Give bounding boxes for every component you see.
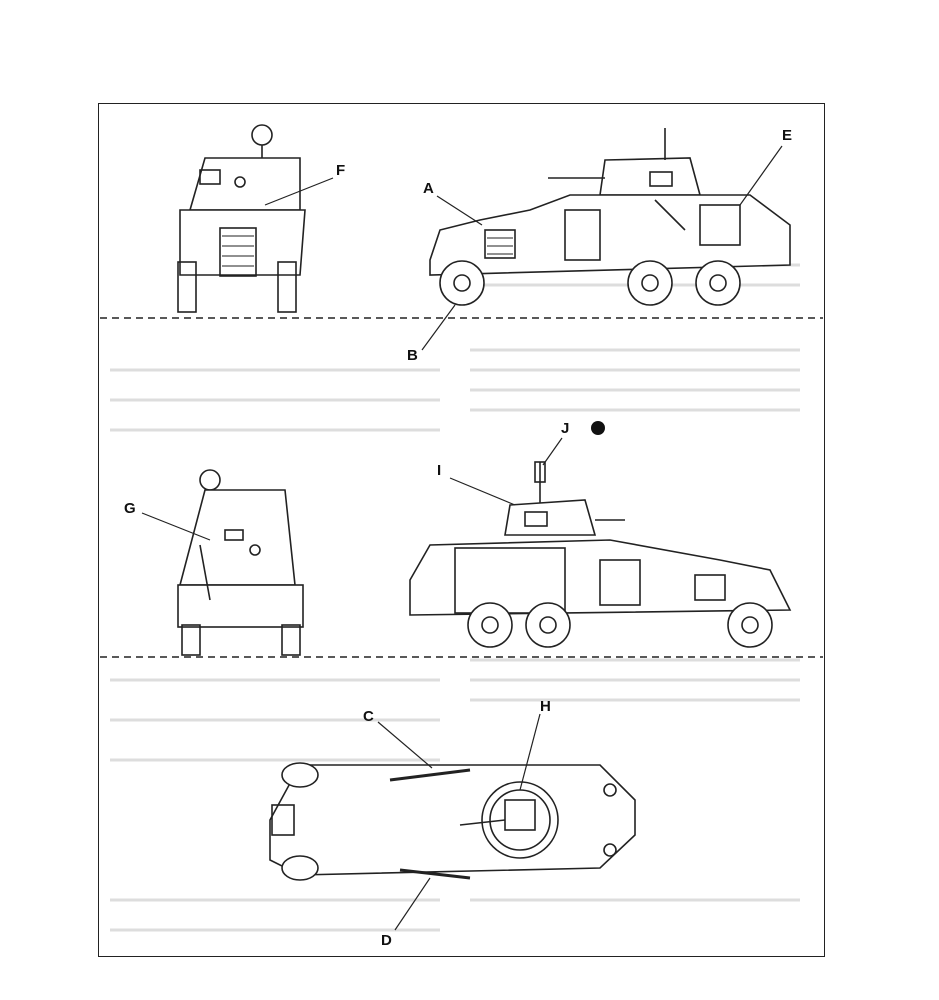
side-view-lower (409, 461, 792, 648)
label-a: A (423, 180, 434, 197)
label-i: I (437, 462, 442, 479)
diagram-frame (98, 103, 825, 957)
label-h: H (540, 698, 551, 715)
label-g: G (124, 500, 136, 517)
label-d: D (381, 932, 392, 949)
front-view (177, 124, 306, 313)
leader-lines (141, 145, 783, 931)
label-b: B (407, 347, 418, 364)
label-j: J (561, 420, 570, 437)
rear-view (177, 469, 304, 656)
side-view-upper (429, 128, 791, 306)
label-f: F (336, 162, 346, 179)
top-view (269, 762, 636, 881)
bullet-dot (591, 421, 605, 435)
label-e: E (782, 127, 793, 144)
bleed-through-text (110, 263, 800, 932)
label-c: C (363, 708, 374, 725)
